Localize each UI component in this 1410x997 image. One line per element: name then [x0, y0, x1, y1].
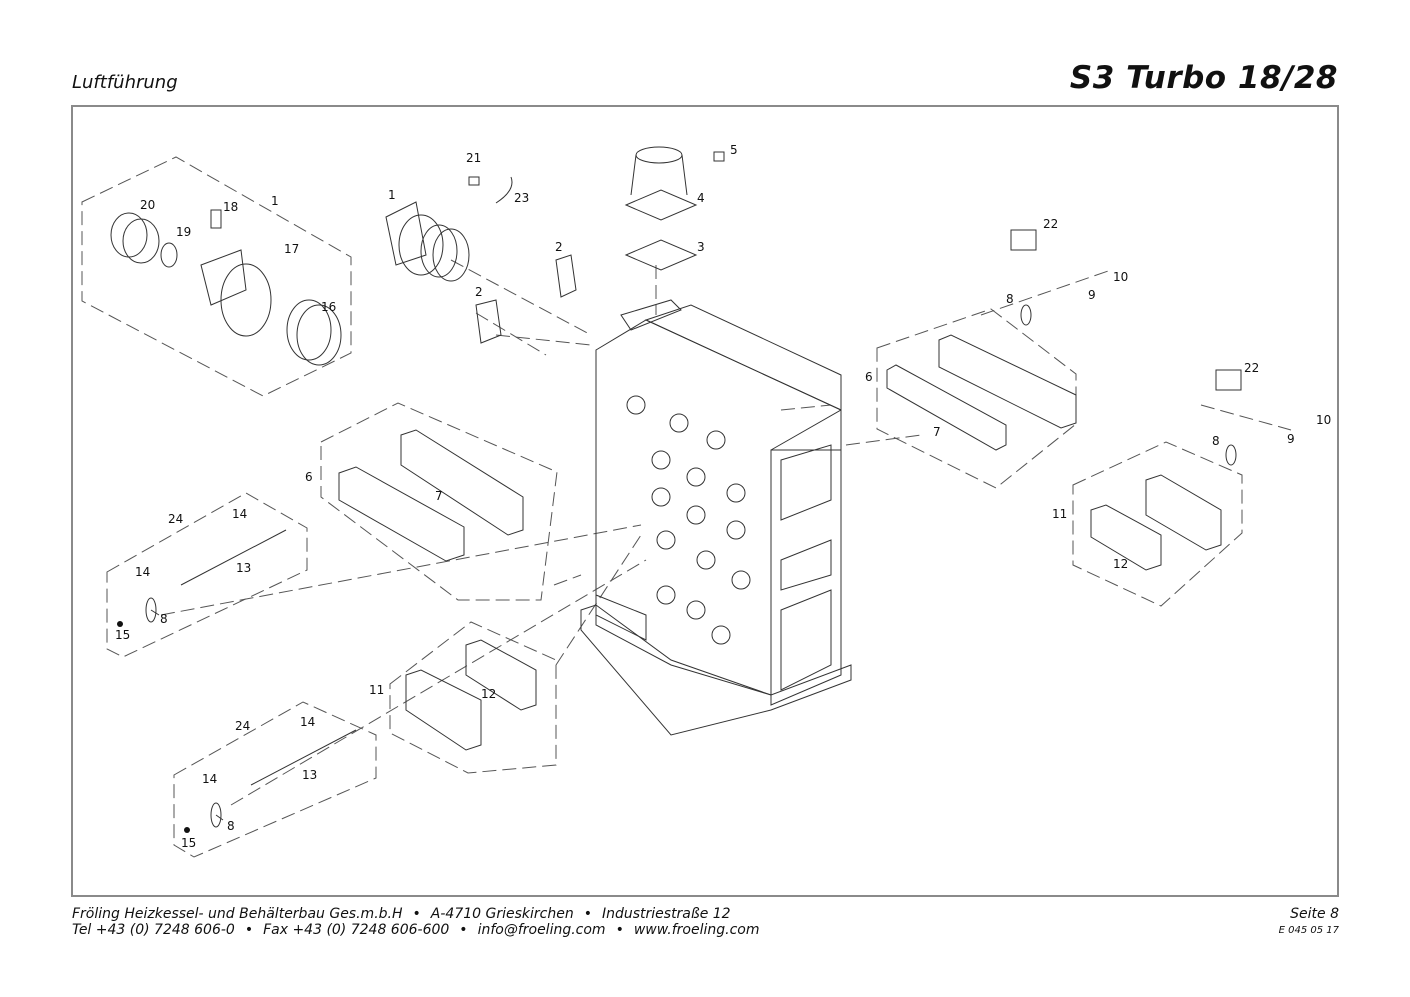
fastener-dots — [117, 621, 190, 833]
callout-8: 8 — [227, 819, 235, 833]
callout-7: 7 — [435, 489, 443, 503]
door-frames — [338, 334, 1222, 751]
callout-13: 13 — [236, 561, 251, 575]
callout-10: 10 — [1316, 413, 1331, 427]
page-number: Seite 8 — [1290, 906, 1339, 922]
footer-street: Industriestraße 12 — [601, 906, 731, 922]
callout-24: 24 — [235, 719, 250, 733]
fan-assembly-left — [110, 209, 342, 366]
callout-11: 11 — [369, 683, 384, 697]
callout-9: 9 — [1088, 288, 1096, 302]
callout-19: 19 — [176, 225, 191, 239]
footer-bullet: • — [615, 922, 624, 938]
callout-20: 20 — [140, 198, 155, 212]
callout-23: 23 — [514, 191, 529, 205]
callout-14: 14 — [202, 772, 217, 786]
callout-2: 2 — [475, 285, 483, 299]
callout-22: 22 — [1043, 217, 1058, 231]
callout-4: 4 — [697, 191, 705, 205]
callout-8: 8 — [1006, 292, 1014, 306]
callout-6: 6 — [865, 370, 873, 384]
shafts-and-flaps — [145, 229, 1242, 828]
exploded-parts-diagram: 1 20 18 19 17 16 21 1 23 2 2 5 4 3 22 8 … — [81, 143, 1331, 858]
callout-12: 12 — [1113, 557, 1128, 571]
footer-fax: Fax +43 (0) 7248 606-600 — [263, 922, 450, 938]
callout-14: 14 — [135, 565, 150, 579]
callout-17: 17 — [284, 242, 299, 256]
footer-email: info@froeling.com — [477, 922, 606, 938]
callout-8: 8 — [1212, 434, 1220, 448]
callout-3: 3 — [697, 240, 705, 254]
callout-10: 10 — [1113, 270, 1128, 284]
callout-15: 15 — [181, 836, 196, 850]
footer-bullet: • — [412, 906, 421, 922]
callout-1: 1 — [388, 188, 396, 202]
callout-14: 14 — [300, 715, 315, 729]
model-title: S3 Turbo 18/28 — [1069, 60, 1338, 96]
callout-6: 6 — [305, 470, 313, 484]
section-title: Luftführung — [72, 72, 178, 93]
drawing-frame — [71, 105, 1339, 897]
callout-5: 5 — [730, 143, 738, 157]
fan-assembly-upper — [385, 176, 577, 344]
callout-21: 21 — [466, 151, 481, 165]
footer-bullet: • — [459, 922, 468, 938]
callout-24: 24 — [168, 512, 183, 526]
callout-1: 1 — [271, 194, 279, 208]
callout-7: 7 — [933, 425, 941, 439]
exhaust-stub — [624, 146, 725, 271]
assembly-group-outlines — [81, 156, 1243, 858]
footer-bullet: • — [244, 922, 254, 938]
callout-13: 13 — [302, 768, 317, 782]
callout-18: 18 — [223, 200, 238, 214]
callout-9: 9 — [1287, 432, 1295, 446]
callout-2: 2 — [555, 240, 563, 254]
callout-15: 15 — [115, 628, 130, 642]
part-callouts: 1 20 18 19 17 16 21 1 23 2 2 5 4 3 22 8 … — [115, 143, 1331, 850]
footer-bullet: • — [583, 906, 592, 922]
footer-contact-line: Tel +43 (0) 7248 606-0 • Fax +43 (0) 7248 … — [72, 922, 760, 938]
footer-tel: Tel +43 (0) 7248 606-0 — [72, 922, 235, 938]
footer-city: A-4710 Grieskirchen — [430, 906, 574, 922]
callout-16: 16 — [321, 300, 336, 314]
callout-14: 14 — [232, 507, 247, 521]
callout-11: 11 — [1052, 507, 1067, 521]
leader-lines — [160, 259, 1292, 806]
callout-22: 22 — [1244, 361, 1259, 375]
callout-8: 8 — [160, 612, 168, 626]
footer-company: Fröling Heizkessel- und Behälterbau Ges.… — [72, 906, 403, 922]
boiler-body — [580, 299, 852, 736]
footer-web: www.froeling.com — [633, 922, 760, 938]
callout-12: 12 — [481, 687, 496, 701]
footer-address-line: Fröling Heizkessel- und Behälterbau Ges.… — [72, 906, 731, 922]
document-code: E 045 05 17 — [1278, 925, 1339, 936]
